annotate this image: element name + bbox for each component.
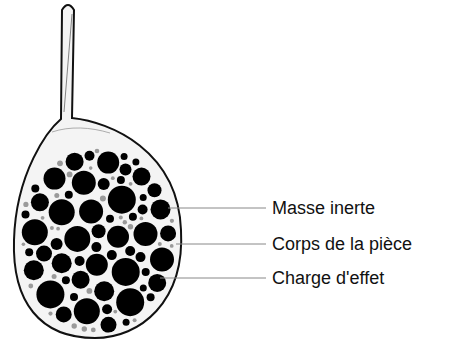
fragment-ball xyxy=(151,199,171,219)
filler-dot xyxy=(23,202,28,207)
filler-dot xyxy=(129,182,133,186)
fragment-ball xyxy=(138,205,148,215)
filler-dot xyxy=(50,226,54,230)
part-label: Corps de la pièce xyxy=(272,234,412,254)
filler-dot xyxy=(72,323,77,328)
fragment-ball xyxy=(91,242,101,252)
fragment-ball xyxy=(36,280,64,308)
fragment-ball xyxy=(51,238,63,250)
part-label: Masse inerte xyxy=(272,198,375,218)
leader-line xyxy=(160,278,266,279)
fragment-ball xyxy=(75,256,85,266)
filler-dot xyxy=(170,219,174,223)
fill-line xyxy=(52,128,110,133)
filler-dot xyxy=(128,224,133,229)
fragment-ball xyxy=(74,298,100,324)
fragment-ball xyxy=(116,288,144,316)
fragment-ball xyxy=(22,210,30,218)
filler-dot xyxy=(28,284,33,289)
filler-dot xyxy=(170,244,174,248)
fragment-ball xyxy=(24,260,44,280)
fragment-ball xyxy=(97,152,119,174)
fragment-ball xyxy=(107,226,129,248)
filler-dot xyxy=(119,216,123,220)
fragment-ball xyxy=(72,271,90,289)
filler-dot xyxy=(113,310,117,314)
leader-line xyxy=(176,244,266,245)
fragment-ball xyxy=(98,178,110,190)
fragment-ball xyxy=(140,285,147,292)
fragment-ball xyxy=(125,246,135,256)
fragment-ball xyxy=(66,153,84,171)
fragment-ball xyxy=(86,254,108,276)
filler-dot xyxy=(54,193,59,198)
fragment-ball xyxy=(147,293,155,301)
part-label: Charge d'effet xyxy=(272,268,384,288)
body-outline xyxy=(14,5,181,338)
fragment-ball xyxy=(136,252,146,262)
fragment-ball xyxy=(25,248,33,256)
filler-dot xyxy=(22,242,26,246)
leader-line xyxy=(168,208,266,209)
filler-dot xyxy=(100,196,106,202)
fragment-ball xyxy=(94,281,114,301)
fragment-ball xyxy=(65,191,73,199)
fragment-ball xyxy=(142,268,150,276)
filler-dot xyxy=(89,166,93,170)
filler-dot xyxy=(87,288,93,294)
filler-dot xyxy=(123,220,127,224)
fragment-ball xyxy=(85,151,95,161)
fragment-ball xyxy=(134,222,158,246)
filler-dot xyxy=(56,227,60,231)
fragment-ball xyxy=(108,186,136,214)
fragment-ball xyxy=(102,304,112,314)
fragment-ball xyxy=(36,246,52,262)
fragment-ball xyxy=(56,306,72,322)
fragment-ball xyxy=(160,225,176,241)
fragment-ball xyxy=(92,224,106,238)
fragment-ball xyxy=(117,176,125,184)
fragments xyxy=(22,149,177,333)
fragment-ball xyxy=(62,276,70,284)
filler-dot xyxy=(158,242,162,246)
fragment-ball xyxy=(52,253,72,273)
filler-dot xyxy=(111,176,115,180)
filler-dot xyxy=(52,274,57,279)
fragment-ball xyxy=(132,159,139,166)
fragment-ball xyxy=(148,183,162,197)
stem-hatch xyxy=(64,14,72,112)
filler-dot xyxy=(133,318,137,322)
filler-dot xyxy=(91,328,96,333)
filler-dot xyxy=(140,217,144,221)
fragment-ball xyxy=(22,219,48,245)
filler-dot xyxy=(82,326,87,331)
fragment-ball xyxy=(49,199,75,225)
fragment-ball xyxy=(31,184,39,192)
fragment-ball xyxy=(140,194,147,201)
filler-dot xyxy=(57,160,63,166)
fragment-ball xyxy=(107,250,117,260)
fragment-ball xyxy=(123,319,130,326)
fragment-ball xyxy=(129,213,137,221)
fragment-ball xyxy=(120,164,132,176)
filler-dot xyxy=(41,216,45,220)
fragment-ball xyxy=(72,171,96,195)
filler-dot xyxy=(48,312,52,316)
filler-dot xyxy=(67,172,73,178)
fragment-ball xyxy=(31,193,49,211)
fragment-ball xyxy=(133,168,151,186)
fragment-ball xyxy=(150,248,174,272)
fragment-ball xyxy=(148,274,166,292)
filler-dot xyxy=(95,149,100,154)
fragment-ball xyxy=(70,293,78,301)
fragment-ball xyxy=(44,168,66,190)
fragment-ball xyxy=(106,215,114,223)
fragment-ball xyxy=(121,153,128,160)
fragment-ball xyxy=(79,200,103,224)
fragment-ball xyxy=(112,258,140,286)
fragment-ball xyxy=(101,317,117,333)
fragment-ball xyxy=(64,226,90,252)
